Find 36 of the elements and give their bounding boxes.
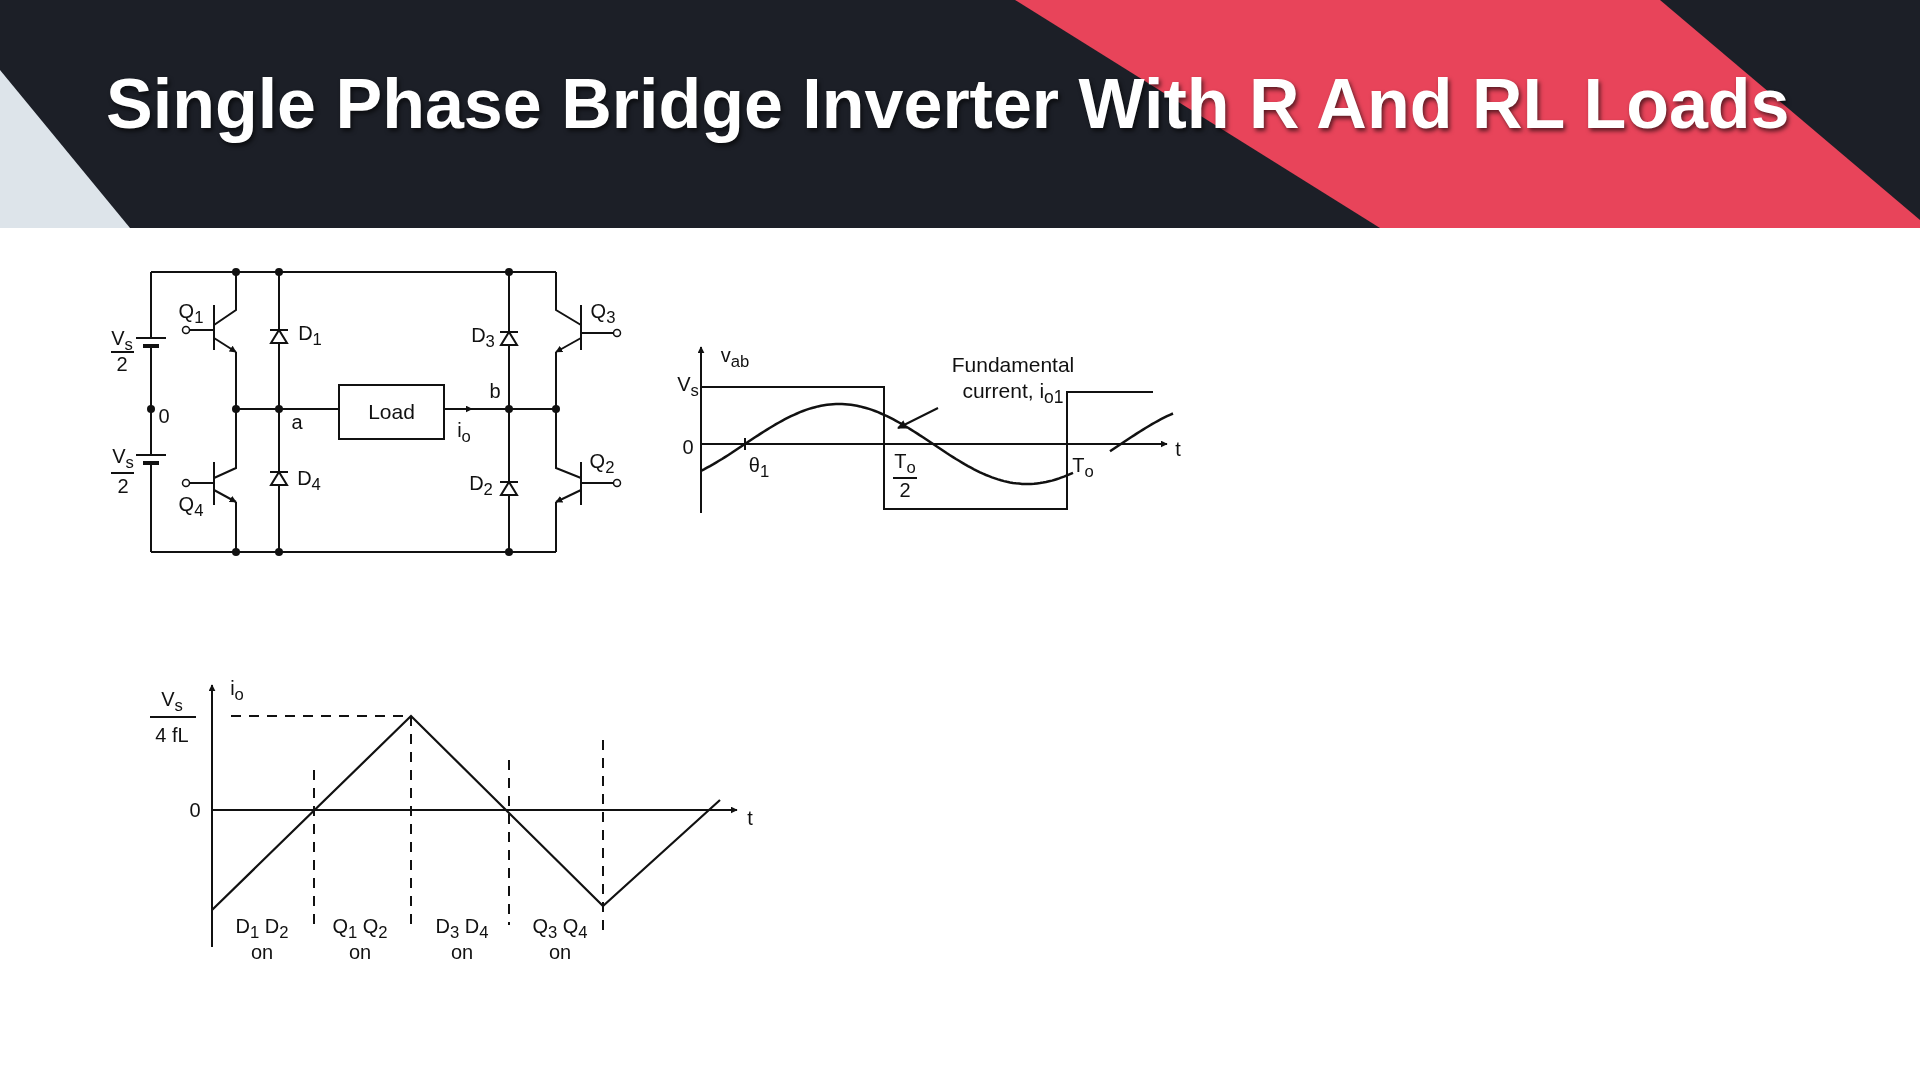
component-label: D$_{3}$: [471, 325, 495, 351]
component-label: D$_{1}$: [298, 323, 322, 349]
voltage-label: V$_{s}$: [112, 446, 134, 472]
tick-label: 0: [682, 436, 694, 458]
tick-label: V$_{s}$: [677, 374, 699, 400]
tick-label: T$_{o}$: [1072, 455, 1094, 481]
voltage-label: V$_{s}$: [111, 328, 133, 354]
component-label: Q$_{1}$: [178, 301, 204, 327]
axis-label: t: [747, 807, 753, 829]
interval-label: D$_{3}$ D$_{4}$ on: [434, 915, 490, 963]
component-label: Q$_{4}$: [178, 494, 204, 520]
current-label: i$_{o}$: [457, 420, 471, 446]
annotation-text: Fundamental current, i$_{o1}$: [938, 352, 1088, 408]
axis-label: v$_{ab}$: [720, 345, 750, 371]
node-label: a: [291, 411, 303, 433]
interval-label: Q$_{3}$ Q$_{4}$ on: [531, 915, 589, 963]
leader-line: [897, 407, 939, 429]
tick-label: θ$_{1}$: [748, 455, 770, 481]
interval-label: D$_{1}$ D$_{2}$ on: [234, 915, 290, 963]
component-label: D$_{2}$: [469, 473, 493, 499]
component-label: D$_{4}$: [297, 468, 321, 494]
load-box: Load: [338, 384, 445, 440]
tick-label: T$_{o}$: [894, 451, 916, 477]
node-label: 0: [158, 405, 170, 427]
tick-label: V$_{s}$: [161, 689, 183, 715]
axis-label: i$_{o}$: [230, 678, 244, 704]
tick-label: 0: [189, 799, 201, 821]
voltage-label: 2: [117, 475, 129, 497]
component-label: Q$_{3}$: [590, 301, 616, 327]
axis-label: t: [1175, 438, 1181, 460]
node-label: b: [489, 380, 501, 402]
interval-label: Q$_{1}$ Q$_{2}$ on: [331, 915, 389, 963]
tick-label: 4 fL: [155, 724, 189, 746]
voltage-label: 2: [116, 353, 128, 375]
component-label: Q$_{2}$: [589, 451, 615, 477]
tick-label: 2: [899, 479, 911, 501]
